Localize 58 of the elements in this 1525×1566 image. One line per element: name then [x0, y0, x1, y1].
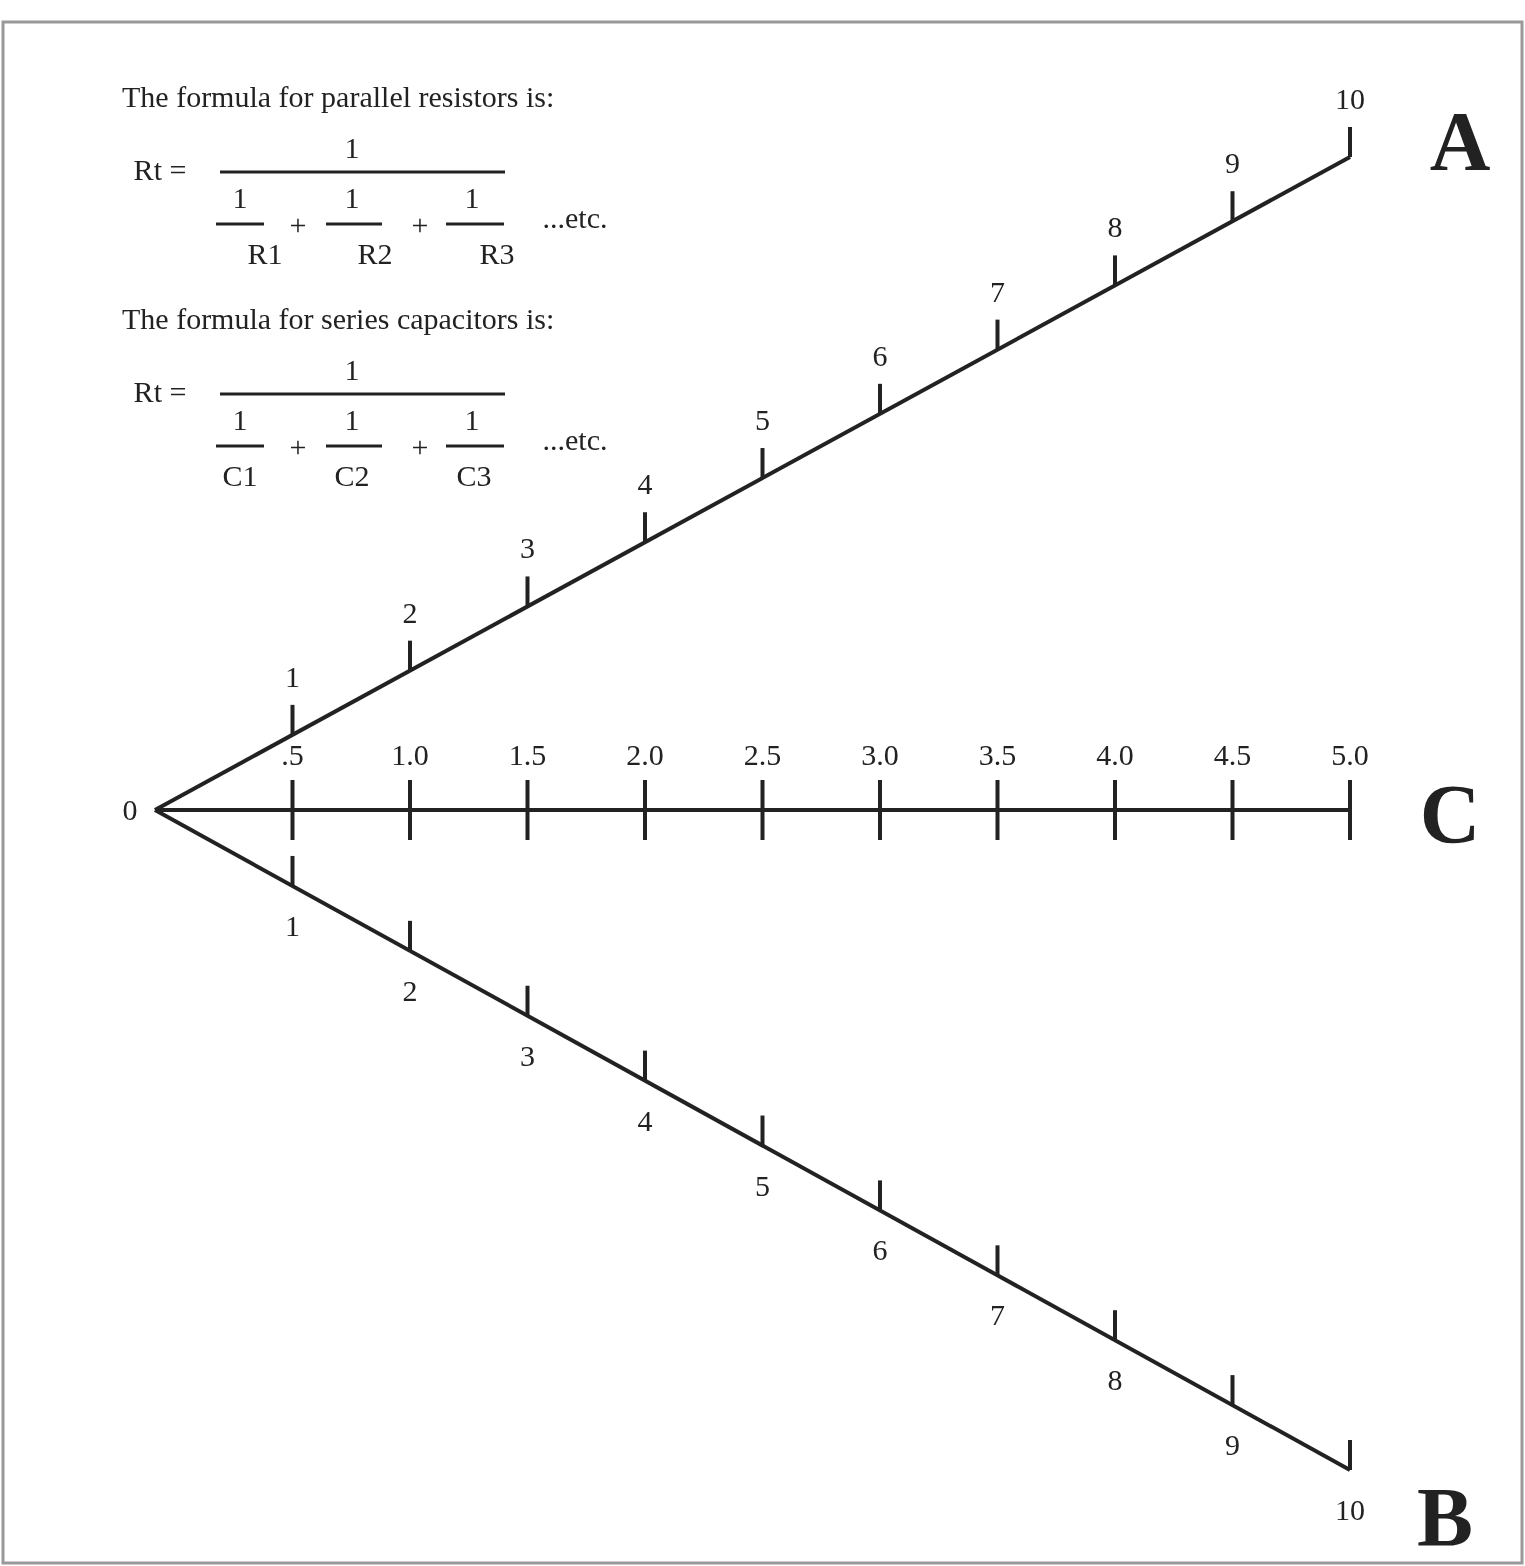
numerator: 1	[344, 183, 360, 213]
tick-label: 4.5	[1213, 740, 1252, 770]
denominator: R2	[357, 239, 393, 269]
tick-label: 1	[285, 661, 300, 692]
tick-label: 1	[285, 910, 300, 941]
tick-label: 1.0	[391, 740, 429, 770]
tick-label: 9	[1225, 148, 1240, 179]
origin-label: 0	[122, 795, 138, 825]
tick-label: 7	[990, 276, 1005, 307]
tick-label: 8	[1107, 212, 1123, 243]
scale-letter: B	[1417, 1476, 1473, 1560]
denominator: C1	[222, 461, 258, 491]
tick-label: 3	[520, 533, 535, 564]
tick-label: 1.5	[508, 740, 547, 770]
plus-sign: +	[411, 432, 429, 462]
tick-label: 10	[1335, 1495, 1365, 1525]
tick-label: 5.0	[1331, 740, 1369, 770]
tick-label: 2	[402, 597, 418, 628]
equation-lhs: Rt =	[133, 377, 187, 407]
denominator: R3	[479, 239, 515, 269]
tick-label: 4	[637, 469, 653, 500]
denominator: R1	[247, 239, 283, 269]
plus-sign: +	[289, 210, 307, 240]
tick-label: 6	[872, 1235, 888, 1266]
numerator: 1	[344, 133, 360, 163]
formula-heading: The formula for parallel resistors is:	[122, 82, 555, 112]
tick-label: .5	[281, 740, 304, 770]
numerator: 1	[344, 405, 360, 435]
tick-label: 4	[637, 1105, 653, 1136]
ellipsis-text: ...etc.	[542, 425, 608, 455]
tick-label: 7	[990, 1300, 1005, 1331]
tick-label: 2	[402, 975, 418, 1006]
numerator: 1	[344, 355, 360, 385]
tick-label: 2.0	[626, 740, 664, 770]
numerator: 1	[464, 183, 480, 213]
numerator: 1	[232, 405, 248, 435]
equation-lhs: Rt =	[133, 155, 187, 185]
plus-sign: +	[289, 432, 307, 462]
scale-letter: C	[1419, 773, 1481, 857]
tick-label: 8	[1107, 1365, 1123, 1396]
tick-label: 3	[520, 1040, 535, 1071]
ellipsis-text: ...etc.	[542, 203, 608, 233]
tick-label: 2.5	[743, 740, 782, 770]
tick-label: 9	[1225, 1430, 1240, 1461]
numerator: 1	[464, 405, 480, 435]
tick-label: 10	[1335, 84, 1365, 114]
formula-heading: The formula for series capacitors is:	[122, 304, 555, 334]
denominator: C3	[456, 461, 492, 491]
numerator: 1	[232, 183, 248, 213]
plus-sign: +	[411, 210, 429, 240]
tick-label: 5	[755, 405, 770, 436]
tick-label: 3.5	[978, 740, 1017, 770]
tick-label: 3.0	[861, 740, 899, 770]
denominator: C2	[334, 461, 370, 491]
scale-letter: A	[1429, 100, 1491, 184]
tick-label: 6	[872, 340, 888, 371]
tick-label: 5	[755, 1170, 770, 1201]
tick-label: 4.0	[1096, 740, 1134, 770]
